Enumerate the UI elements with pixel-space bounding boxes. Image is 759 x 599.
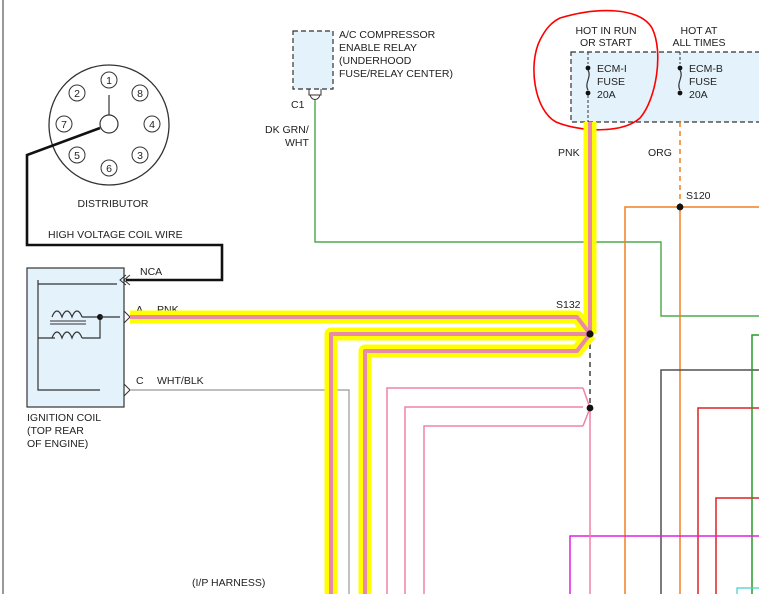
distributor-terminal-4: 4 bbox=[143, 115, 161, 133]
relay-box bbox=[292, 30, 334, 90]
svg-text:4: 4 bbox=[149, 119, 155, 131]
splice-s120 bbox=[676, 203, 684, 211]
pnk-wire-core bbox=[130, 122, 592, 594]
svg-text:3: 3 bbox=[137, 150, 143, 162]
ecm-b-fuse: ECM-B FUSE 20A bbox=[677, 52, 723, 101]
fuse-block: HOT IN RUN OR START HOT AT ALL TIMES ECM… bbox=[570, 25, 759, 123]
ecm-i-fuse: ECM-I FUSE 20A bbox=[585, 52, 627, 122]
hot-in-run-label-1: HOT IN RUN bbox=[575, 25, 636, 37]
distributor-terminal-5: 5 bbox=[68, 146, 86, 164]
ac-compressor-relay: A/C COMPRESSOR ENABLE RELAY (UNDERHOOD F… bbox=[265, 29, 453, 149]
svg-text:5: 5 bbox=[74, 150, 80, 162]
ecm-b-fuse-label-1: ECM-B bbox=[689, 63, 723, 75]
nca-label: NCA bbox=[140, 266, 162, 278]
distributor: 1 8 4 3 6 5 7 2 DISTRIBUTOR bbox=[48, 64, 170, 210]
hot-at-all-times-label-2: ALL TIMES bbox=[672, 37, 725, 49]
relay-label-3: (UNDERHOOD bbox=[339, 55, 412, 67]
splice-s132-label: S132 bbox=[556, 299, 581, 311]
magenta-wire bbox=[569, 535, 759, 594]
org-label: ORG bbox=[648, 147, 672, 159]
pin-c-connector bbox=[123, 383, 131, 397]
wht-blk-label: WHT/BLK bbox=[157, 375, 204, 387]
splice-s120-label: S120 bbox=[686, 190, 711, 202]
gray-wire bbox=[660, 369, 759, 594]
hot-in-run-label-2: OR START bbox=[580, 37, 633, 49]
primary-winding bbox=[51, 310, 83, 319]
pin-c-label: C bbox=[136, 375, 144, 387]
relay-wire-label-2: WHT bbox=[285, 137, 309, 149]
wht-blk-wire bbox=[130, 389, 350, 594]
fuse-block-box bbox=[570, 51, 759, 123]
distributor-terminal-2: 2 bbox=[68, 84, 86, 102]
ecm-i-fuse-label-3: 20A bbox=[597, 89, 616, 101]
pink-wire-2 bbox=[404, 406, 583, 594]
svg-text:8: 8 bbox=[137, 88, 143, 100]
ignition-coil-label-3: OF ENGINE) bbox=[27, 438, 88, 450]
distributor-center bbox=[99, 114, 119, 134]
ecm-b-fuse-label-3: 20A bbox=[689, 89, 708, 101]
relay-label-2: ENABLE RELAY bbox=[339, 42, 417, 54]
pink-splice bbox=[586, 404, 594, 412]
ip-harness-label: (I/P HARNESS) bbox=[192, 577, 265, 589]
ignition-coil-label-1: IGNITION COIL bbox=[27, 412, 101, 424]
pnk-vertical-label: PNK bbox=[558, 147, 580, 159]
ignition-coil-label-2: (TOP REAR bbox=[27, 425, 84, 437]
coil-wire-label: HIGH VOLTAGE COIL WIRE bbox=[48, 229, 183, 241]
splice-s132 bbox=[586, 330, 594, 338]
red-wire-2 bbox=[715, 497, 759, 594]
green-wire-right bbox=[751, 334, 759, 594]
relay-connector-label: C1 bbox=[291, 99, 305, 111]
secondary-winding bbox=[51, 331, 83, 340]
org-wire-left bbox=[624, 206, 759, 594]
annotation-circle bbox=[533, 9, 659, 131]
ecm-b-fuse-label-2: FUSE bbox=[689, 76, 717, 88]
ecm-i-fuse-label-2: FUSE bbox=[597, 76, 625, 88]
distributor-terminal-7: 7 bbox=[55, 115, 73, 133]
red-wire-1 bbox=[697, 407, 759, 594]
pink-wire-4 bbox=[423, 425, 583, 594]
relay-label-1: A/C COMPRESSOR bbox=[339, 29, 436, 41]
distributor-terminal-3: 3 bbox=[131, 146, 149, 164]
distributor-terminal-1: 1 bbox=[100, 71, 118, 89]
pin-a-label: A bbox=[136, 304, 143, 316]
svg-text:6: 6 bbox=[106, 163, 112, 175]
pin-a-connector bbox=[123, 310, 131, 324]
highlighted-pnk-circuit bbox=[130, 122, 597, 594]
dk-grn-wht-wire bbox=[314, 100, 759, 317]
distributor-terminal-8: 8 bbox=[131, 84, 149, 102]
svg-text:2: 2 bbox=[74, 88, 80, 100]
ecm-i-fuse-label-1: ECM-I bbox=[597, 63, 627, 75]
distributor-terminal-6: 6 bbox=[100, 159, 118, 177]
ignition-coil: IGNITION COIL (TOP REAR OF ENGINE) bbox=[26, 267, 125, 450]
cyan-wire bbox=[736, 587, 759, 594]
pink-wire-1 bbox=[386, 387, 583, 594]
svg-text:7: 7 bbox=[61, 119, 67, 131]
nca-connector bbox=[119, 274, 131, 286]
relay-wire-label-1: DK GRN/ bbox=[265, 124, 309, 136]
high-voltage-coil-wire bbox=[25, 126, 224, 282]
distributor-label: DISTRIBUTOR bbox=[78, 198, 149, 210]
hot-at-all-times-label-1: HOT AT bbox=[681, 25, 719, 37]
highlight-glow bbox=[130, 122, 597, 594]
svg-text:1: 1 bbox=[106, 75, 112, 87]
relay-label-4: FUSE/RELAY CENTER) bbox=[339, 68, 453, 80]
